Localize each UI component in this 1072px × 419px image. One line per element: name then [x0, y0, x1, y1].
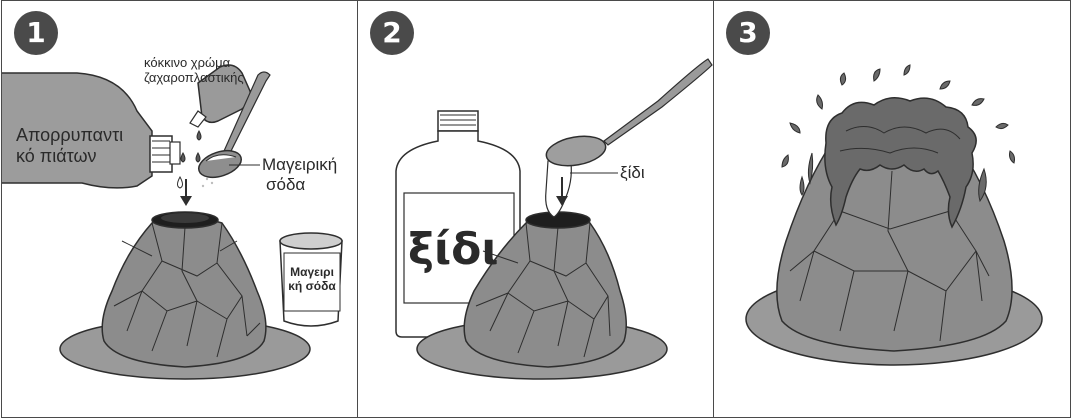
step-number-badge: 3: [726, 11, 770, 55]
step-3-panel: 3: [713, 0, 1071, 418]
bottle-label: ξίδι: [408, 228, 499, 272]
baking-soda-label: Μαγειρική σόδα: [262, 155, 337, 195]
step-2-panel: 2 ξίδι ξίδι: [357, 0, 715, 418]
step-1-panel: 1 κόκκινο χρώμα ζαχαροπλαστικής Απορρυπα…: [1, 0, 359, 418]
step-number-badge: 1: [14, 11, 58, 55]
dish-soap-label: Απορρυπαντι κό πιάτων: [16, 125, 123, 167]
volcano: [102, 212, 266, 367]
step-number-badge: 2: [370, 11, 414, 55]
food-coloring-label: κόκκινο χρώμα ζαχαροπλαστικής: [144, 55, 244, 85]
drops: [178, 131, 202, 188]
soda-sprinkle: [202, 178, 213, 187]
vinegar-label: ξίδι: [620, 163, 645, 183]
step-2-illustration: [358, 1, 715, 418]
jar-label: Μαγειρι κή σόδα: [284, 265, 340, 293]
spoon: [544, 59, 712, 170]
step-3-illustration: [714, 1, 1071, 418]
